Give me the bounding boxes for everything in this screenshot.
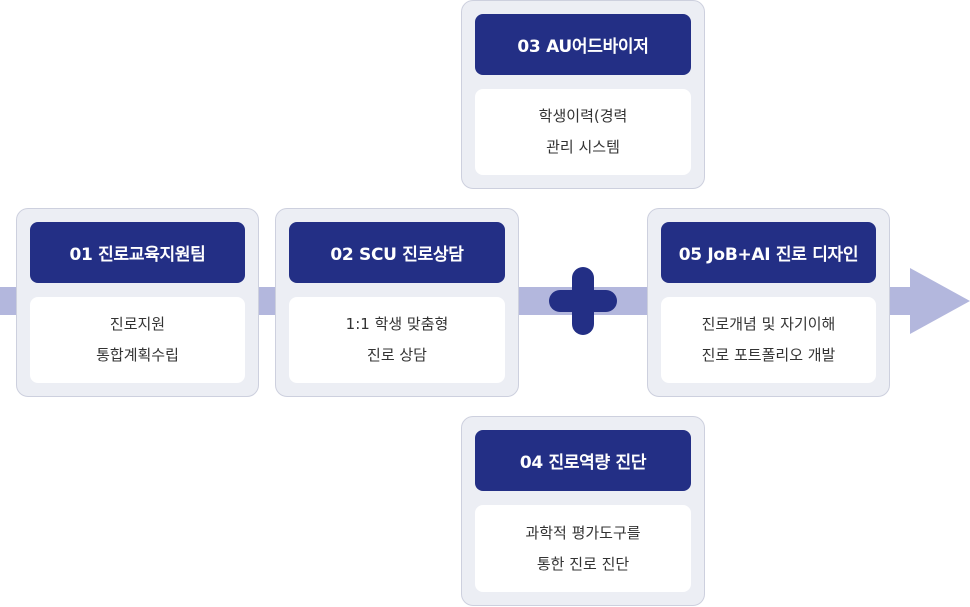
card-05: 05 JoB+AI 진로 디자인 진로개념 및 자기이해 진로 포트폴리오 개발 <box>647 208 890 397</box>
arrow-right-icon <box>910 268 970 334</box>
card-03-title: 03 AU어드바이저 <box>475 14 691 75</box>
card-01-title: 01 진로교육지원팀 <box>30 222 245 283</box>
card-01-body: 진로지원 통합계획수립 <box>30 297 245 383</box>
card-04-title: 04 진로역량 진단 <box>475 430 691 491</box>
card-01-line-1: 진로지원 <box>109 315 166 333</box>
card-04-line-2: 통한 진로 진단 <box>536 554 630 573</box>
card-03-body: 학생이력(경력 관리 시스템 <box>475 89 691 175</box>
card-04: 04 진로역량 진단 과학적 평가도구를 통한 진로 진단 <box>461 416 705 606</box>
card-03-line-1: 학생이력(경력 <box>538 107 628 125</box>
card-02-body: 1:1 학생 맞춤형 진로 상담 <box>289 297 505 383</box>
card-01-line-2: 통합계획수립 <box>96 346 179 364</box>
plus-icon-vertical <box>572 267 594 335</box>
card-05-body: 진로개념 및 자기이해 진로 포트폴리오 개발 <box>661 297 876 383</box>
card-01: 01 진로교육지원팀 진로지원 통합계획수립 <box>16 208 259 397</box>
card-03: 03 AU어드바이저 학생이력(경력 관리 시스템 <box>461 0 705 189</box>
card-02-line-1: 1:1 학생 맞춤형 <box>345 315 449 333</box>
card-02-title: 02 SCU 진로상담 <box>289 222 505 283</box>
card-05-title: 05 JoB+AI 진로 디자인 <box>661 222 876 283</box>
card-02-line-2: 진로 상담 <box>367 346 427 364</box>
card-03-line-2: 관리 시스템 <box>546 138 620 156</box>
card-05-line-2: 진로 포트폴리오 개발 <box>701 346 836 364</box>
card-02: 02 SCU 진로상담 1:1 학생 맞춤형 진로 상담 <box>275 208 519 397</box>
card-04-body: 과학적 평가도구를 통한 진로 진단 <box>475 505 691 592</box>
card-04-line-1: 과학적 평가도구를 <box>525 523 641 542</box>
card-05-line-1: 진로개념 및 자기이해 <box>701 315 836 333</box>
